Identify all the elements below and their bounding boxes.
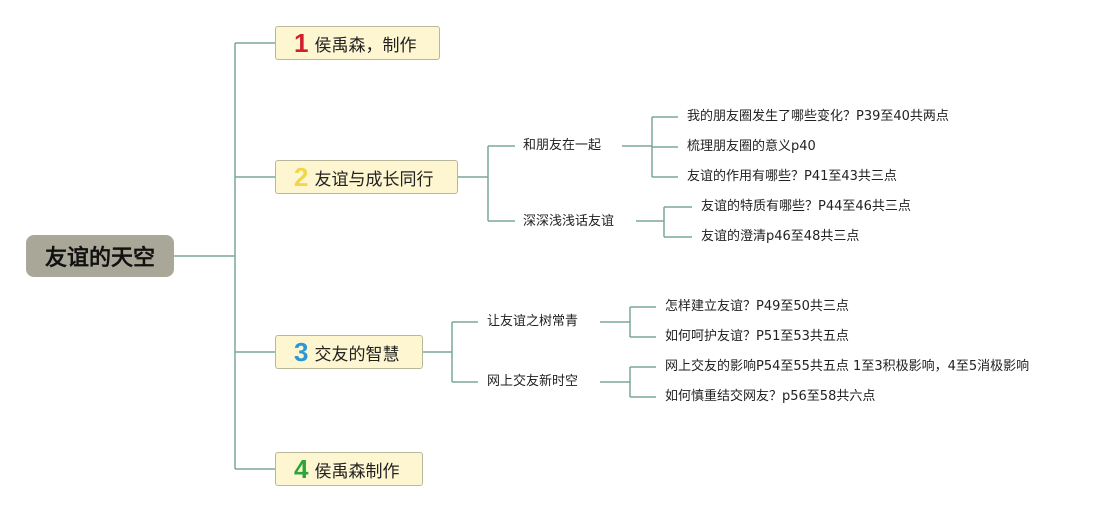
leaf-2-2-1[interactable]: 友谊的特质有哪些？P44至46共三点: [701, 199, 911, 214]
topic-number-3: 3: [294, 337, 309, 367]
topic-node-3[interactable]: 3 交友的智慧: [275, 335, 423, 369]
topic-node-1[interactable]: 1 侯禹森，制作: [275, 26, 440, 60]
leaf-3-1-2[interactable]: 如何呵护友谊？P51至53共五点: [665, 329, 849, 344]
leaf-3-1-1[interactable]: 怎样建立友谊？P49至50共三点: [665, 299, 849, 314]
leaf-2-1-3[interactable]: 友谊的作用有哪些？P41至43共三点: [687, 169, 897, 184]
leaf-2-1-2[interactable]: 梳理朋友圈的意义p40: [687, 139, 816, 154]
topic-number-4: 4: [294, 454, 309, 484]
topic-number-1: 1: [294, 28, 309, 58]
subtopic-2-2[interactable]: 深深浅浅话友谊: [523, 214, 615, 229]
root-label: 友谊的天空: [44, 246, 155, 271]
subtopic-3-2[interactable]: 网上交友新时空: [487, 374, 579, 389]
subtopic-3-1[interactable]: 让友谊之树常青: [487, 314, 579, 329]
subtopic-2-1[interactable]: 和朋友在一起: [523, 138, 602, 153]
topic-number-2: 2: [294, 162, 309, 192]
leaf-2-1-1[interactable]: 我的朋友圈发生了哪些变化？P39至40共两点: [687, 109, 949, 124]
topic-label-1: 侯禹森，制作: [314, 35, 417, 56]
topic-label-3: 交友的智慧: [314, 344, 400, 365]
topic-label-4: 侯禹森制作: [314, 461, 400, 482]
leaf-2-2-2[interactable]: 友谊的澄清p46至48共三点: [701, 229, 860, 244]
root-node[interactable]: 友谊的天空: [26, 235, 174, 277]
leaf-3-2-2[interactable]: 如何慎重结交网友？p56至58共六点: [665, 389, 876, 404]
topic-label-2: 友谊与成长同行: [314, 169, 434, 190]
topic-node-2[interactable]: 2 友谊与成长同行: [275, 160, 458, 194]
topic-node-4[interactable]: 4 侯禹森制作: [275, 452, 423, 486]
leaf-3-2-1[interactable]: 网上交友的影响P54至55共五点 1至3积极影响，4至5消极影响: [665, 359, 1030, 374]
